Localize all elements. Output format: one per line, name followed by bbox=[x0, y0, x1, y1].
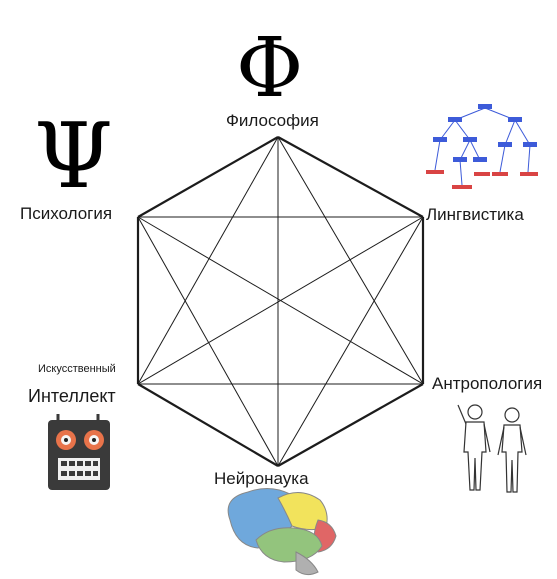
edges bbox=[138, 137, 423, 466]
hexagon-side bbox=[278, 384, 423, 466]
syntax-tree-icon bbox=[426, 104, 538, 189]
phi-symbol: Φ bbox=[236, 28, 303, 110]
human-figures-icon bbox=[458, 405, 526, 492]
psi-symbol: Ψ bbox=[34, 112, 113, 202]
node-label-ai: Интеллект bbox=[28, 386, 116, 407]
brain-icon bbox=[228, 488, 336, 574]
node-label-philosophy: Философия bbox=[226, 111, 319, 131]
robot-icon bbox=[48, 414, 110, 490]
hexagon-diagonal bbox=[138, 217, 278, 466]
node-caption-artificial: Искусственный bbox=[38, 363, 116, 375]
hexagon-diagonal bbox=[278, 137, 423, 384]
hexagon-side bbox=[138, 137, 278, 217]
node-label-psychology: Психология bbox=[20, 204, 112, 224]
hexagon-side bbox=[138, 384, 278, 466]
node-label-anthropology: Антропология bbox=[432, 374, 542, 394]
hexagon-side bbox=[278, 137, 423, 217]
node-label-linguistics: Лингвистика bbox=[426, 205, 524, 225]
node-label-neuroscience: Нейронаука bbox=[214, 469, 309, 489]
hexagon-diagonal bbox=[138, 137, 278, 384]
